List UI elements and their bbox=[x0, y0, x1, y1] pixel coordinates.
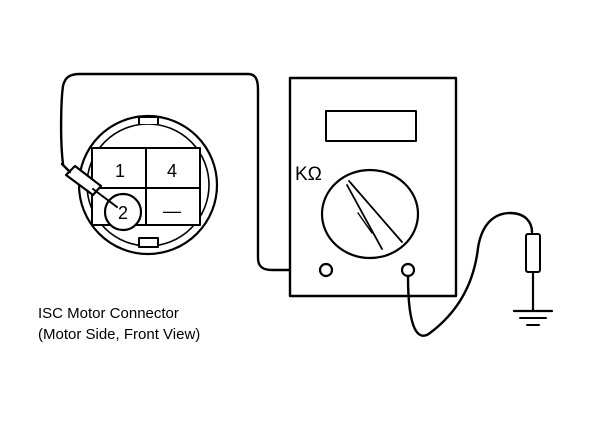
lead-wire-connector bbox=[59, 72, 324, 272]
caption-line-2: (Motor Side, Front View) bbox=[38, 326, 201, 343]
caption-line-1: ISC Motor Connector bbox=[38, 305, 179, 322]
probe-icon bbox=[60, 162, 118, 208]
pin-label-1: 1 bbox=[115, 161, 125, 181]
v-ohm-jack bbox=[400, 262, 416, 278]
multimeter bbox=[288, 76, 458, 298]
com-jack bbox=[318, 262, 334, 278]
range-label-kohm: KΩ bbox=[295, 164, 322, 185]
pin-label-2: 2 bbox=[118, 203, 128, 223]
ground-icon bbox=[512, 233, 554, 326]
lead-wire-ground bbox=[406, 211, 534, 337]
dial-pointer bbox=[346, 184, 383, 250]
pin-2-highlight bbox=[103, 192, 143, 232]
pin-label-4: 4 bbox=[167, 161, 177, 181]
pin-label-dash: — bbox=[163, 201, 181, 221]
range-selector-dial bbox=[320, 168, 420, 260]
meter-display bbox=[325, 110, 417, 142]
